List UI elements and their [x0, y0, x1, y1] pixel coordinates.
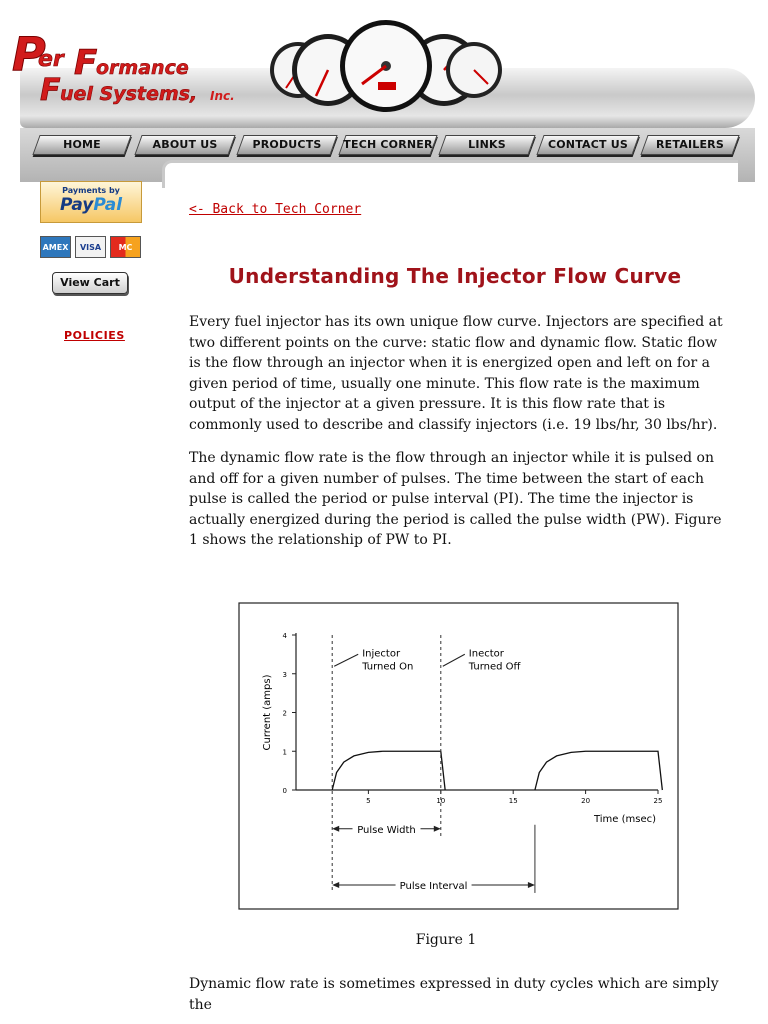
nav-tech-corner[interactable]: TECH CORNER [338, 135, 438, 155]
site-logo[interactable]: P er F ormance F uel Systems, Inc. [10, 22, 280, 112]
credit-card-logos: AMEX VISA MC [40, 236, 144, 260]
tachometer [340, 20, 432, 112]
injector-off-label: Turned Off [468, 661, 522, 672]
nav-home[interactable]: HOME [32, 135, 132, 155]
figure-border [238, 602, 679, 910]
nav-links[interactable]: LINKS [438, 135, 536, 155]
x-tick-label: 25 [654, 797, 663, 805]
x-tick-label: 15 [509, 797, 518, 805]
y-axis-label: Current (amps) [262, 674, 273, 750]
x-tick-label: 5 [366, 797, 370, 805]
nav-contact-us[interactable]: CONTACT US [536, 135, 640, 155]
injector-on-label: Injector [362, 648, 401, 659]
svg-text:F: F [74, 43, 97, 83]
injector-off-leader [442, 653, 466, 667]
y-tick-label: 4 [283, 632, 288, 640]
pulse-width-arrow-right [433, 825, 441, 832]
figure-caption: Figure 1 [415, 932, 477, 948]
nav-products[interactable]: PRODUCTS [236, 135, 338, 155]
current-pulse-line-1 [331, 750, 446, 791]
svg-text:P: P [12, 27, 46, 81]
pulse-interval-arrow-right [527, 881, 535, 888]
pulse-width-label-bg [352, 821, 421, 835]
x-tick-label: 10 [436, 797, 445, 805]
injector-on-leader [333, 653, 359, 667]
pulse-width-arrow-left [332, 825, 340, 832]
paragraph-static-flow: Every fuel injector has its own unique f… [189, 314, 723, 433]
pulse-interval-label-bg [395, 877, 472, 891]
pulse-width-label: Pulse Width [357, 825, 416, 836]
visa-icon: VISA [75, 236, 106, 258]
paypal-caption: Payments by [62, 186, 120, 195]
y-tick-label: 0 [283, 787, 287, 795]
gauge-cluster-graphic [270, 20, 502, 112]
page-title: Understanding The Injector Flow Curve [228, 264, 682, 288]
y-tick-label: 1 [283, 748, 287, 756]
svg-text:er: er [38, 47, 65, 72]
view-cart-button[interactable]: View Cart [52, 272, 128, 294]
mastercard-icon: MC [110, 236, 141, 258]
main-nav: HOME ABOUT US PRODUCTS TECH CORNER LINKS… [32, 135, 740, 155]
content-frame-corner [162, 160, 738, 188]
back-to-tech-corner-link[interactable]: <- Back to Tech Corner [189, 202, 362, 217]
figure-1-chart: 0 1 2 3 4 5 10 15 20 25 Current (amps) Time (msec) I… [238, 602, 679, 910]
paragraph-duty-cycle: Dynamic flow rate is sometimes expressed… [189, 976, 719, 1013]
paragraph-dynamic-flow: The dynamic flow rate is the flow throug… [189, 450, 722, 548]
x-tick-label: 20 [581, 797, 590, 805]
svg-text:ormance: ormance [96, 57, 189, 79]
paypal-logo-text: PayPal [59, 195, 123, 215]
pulse-interval-arrow-left [332, 881, 340, 888]
svg-text:F: F [40, 73, 61, 108]
injector-off-label: Inector [469, 648, 505, 659]
current-pulse-line-2 [534, 750, 663, 791]
y-tick-label: 2 [283, 710, 287, 718]
policies-link[interactable]: POLICIES [64, 329, 125, 342]
x-axis-label: Time (msec) [593, 814, 656, 825]
site-header: P er F ormance F uel Systems, Inc. [0, 0, 768, 188]
pulse-interval-label: Pulse Interval [400, 881, 468, 892]
injector-on-label: Turned On [361, 661, 413, 672]
svg-text:Inc.: Inc. [210, 89, 235, 103]
amex-icon: AMEX [40, 236, 71, 258]
paypal-button[interactable]: Payments by PayPal [40, 181, 142, 223]
svg-text:uel Systems,: uel Systems, [60, 83, 197, 105]
gauge-far-right [446, 42, 502, 98]
y-tick-label: 3 [283, 671, 287, 679]
nav-retailers[interactable]: RETAILERS [640, 135, 740, 155]
nav-about-us[interactable]: ABOUT US [134, 135, 236, 155]
